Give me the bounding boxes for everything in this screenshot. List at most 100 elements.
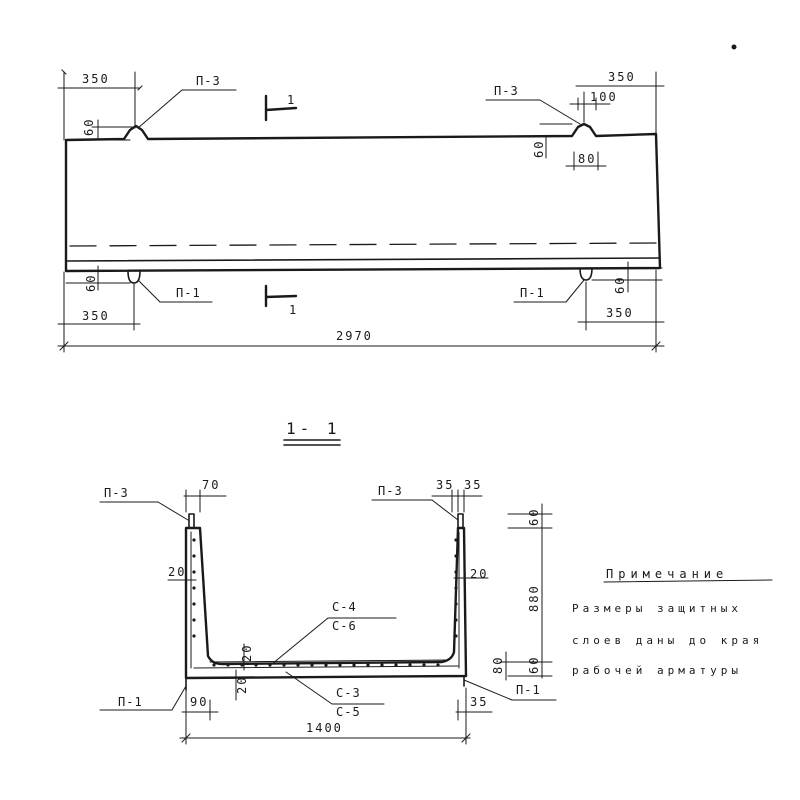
rebar-dot xyxy=(380,663,384,667)
label-c5: С-5 xyxy=(336,705,361,719)
rebar-dot xyxy=(454,586,458,590)
elevation-view: 1 1 350 350 100 П-3 П-3 60 60 80 60 60 П… xyxy=(57,70,665,353)
label-section-p3-right: П-3 xyxy=(378,484,403,498)
dim-bottom-right-60: 60 xyxy=(613,276,627,294)
loop-top-left xyxy=(188,513,195,529)
dim-section-bottom-20b: 20 xyxy=(235,676,249,694)
rebar-dot xyxy=(324,663,328,667)
leader-section-p3-left xyxy=(99,501,189,521)
dim-line-right-80 xyxy=(565,151,607,171)
dim-line-section-1400 xyxy=(179,719,471,745)
rebar-dot xyxy=(454,634,458,638)
rebar-dot xyxy=(192,602,196,606)
loop-p1-right xyxy=(579,267,593,281)
dim-bottom-right-350: 350 xyxy=(606,306,634,320)
leader-section-p1-left xyxy=(99,685,187,711)
rebar-dot xyxy=(212,663,216,667)
dim-section-height-60b: 60 xyxy=(527,656,541,674)
ink-dot xyxy=(731,44,737,50)
dim-section-left-20: 20 xyxy=(168,565,186,579)
label-c4: С-4 xyxy=(332,600,357,614)
rebar-dot xyxy=(192,618,196,622)
label-c6: С-6 xyxy=(332,619,357,633)
dim-line-top-left-350 xyxy=(57,72,140,141)
dim-line-right-60 xyxy=(539,123,573,159)
panel-hidden-line xyxy=(69,242,657,247)
dim-top-left-350: 350 xyxy=(82,72,110,86)
dim-bottom-left-350: 350 xyxy=(82,309,110,323)
dim-right-80: 80 xyxy=(578,152,596,166)
dim-section-top-35b: 35 xyxy=(464,478,482,492)
label-p3-right: П-3 xyxy=(494,84,519,98)
leader-section-p1-right xyxy=(463,679,557,701)
dim-bottom-left-60: 60 xyxy=(84,274,98,292)
rebar-dot xyxy=(454,618,458,622)
dim-section-left-90: 90 xyxy=(190,695,208,709)
dim-top-right-350: 350 xyxy=(608,70,636,84)
note-line-1: Размеры защитных xyxy=(572,602,742,615)
rebar-dot xyxy=(296,663,300,667)
rebar-dot xyxy=(226,663,230,667)
dim-line-top-right-100 xyxy=(569,97,611,111)
rebar-dot xyxy=(192,570,196,574)
rebar-dot xyxy=(192,586,196,590)
rebar-dot xyxy=(366,663,370,667)
dim-right-60: 60 xyxy=(532,140,546,158)
note-title: Примечание xyxy=(606,567,728,581)
dim-total-2970: 2970 xyxy=(336,329,373,343)
trough-outline xyxy=(184,526,468,680)
rebar-dot xyxy=(454,554,458,558)
leader-p1-left xyxy=(137,279,213,303)
label-section-p3-left: П-3 xyxy=(104,486,129,500)
label-p1-right: П-1 xyxy=(520,286,545,300)
section-mark-bottom: 1 xyxy=(289,303,297,317)
note-line-2: слоев даны до края xyxy=(572,634,763,647)
rebar-dot xyxy=(192,538,196,542)
section-title: 1- 1 xyxy=(286,419,341,438)
leader-c3-c5 xyxy=(285,671,385,705)
rebar-dot xyxy=(422,663,426,667)
dim-section-height-60: 60 xyxy=(527,508,541,526)
label-section-p1-right: П-1 xyxy=(516,683,541,697)
rebar-dot xyxy=(310,663,314,667)
panel-bottom-inner-line xyxy=(65,257,661,262)
dim-section-width-1400: 1400 xyxy=(306,721,343,735)
dim-section-height-880: 880 xyxy=(527,584,541,612)
rebar-dot xyxy=(408,663,412,667)
section-cut-top xyxy=(264,94,298,122)
rebar-dot xyxy=(394,663,398,667)
dim-section-top-35a: 35 xyxy=(436,478,454,492)
rebar-dot xyxy=(338,663,342,667)
loop-p1-left xyxy=(127,270,141,284)
rebar-dot xyxy=(436,663,440,667)
rebar-dot xyxy=(282,663,286,667)
dim-line-bottom-right-350 xyxy=(577,269,665,353)
note-block: Примечание Размеры защитных слоев даны д… xyxy=(572,567,773,677)
dim-line-bottom-right-60 xyxy=(591,261,663,293)
panel-outline xyxy=(64,122,662,273)
dim-line-top-right-350 xyxy=(575,71,665,135)
dim-line-bottom-left-60 xyxy=(65,265,131,291)
dim-top-right-100: 100 xyxy=(590,90,618,104)
section-view: 1- 1 П-3 П-3 70 35 35 20 20 20 20 xyxy=(99,419,557,745)
rebar-dots xyxy=(192,538,458,667)
rebar-dot xyxy=(454,602,458,606)
dim-line-section-height xyxy=(499,503,553,679)
dim-section-top-70: 70 xyxy=(202,478,220,492)
dim-line-left-60 xyxy=(91,119,133,141)
rebar-dot xyxy=(254,663,258,667)
leader-p3-right xyxy=(485,99,581,125)
label-section-p1-left: П-1 xyxy=(118,695,143,709)
dim-section-bottom-20a: 20 xyxy=(240,644,254,662)
rebar-dot xyxy=(192,634,196,638)
label-p1-left: П-1 xyxy=(176,286,201,300)
rebar-dot xyxy=(240,663,244,667)
dim-left-60: 60 xyxy=(82,118,96,136)
rebar-dot xyxy=(352,663,356,667)
rebar-dot xyxy=(454,570,458,574)
loop-top-right xyxy=(457,513,464,529)
rebar-dot xyxy=(268,663,272,667)
rebar-dot xyxy=(454,538,458,542)
rebar-bottom-inner xyxy=(209,659,449,663)
